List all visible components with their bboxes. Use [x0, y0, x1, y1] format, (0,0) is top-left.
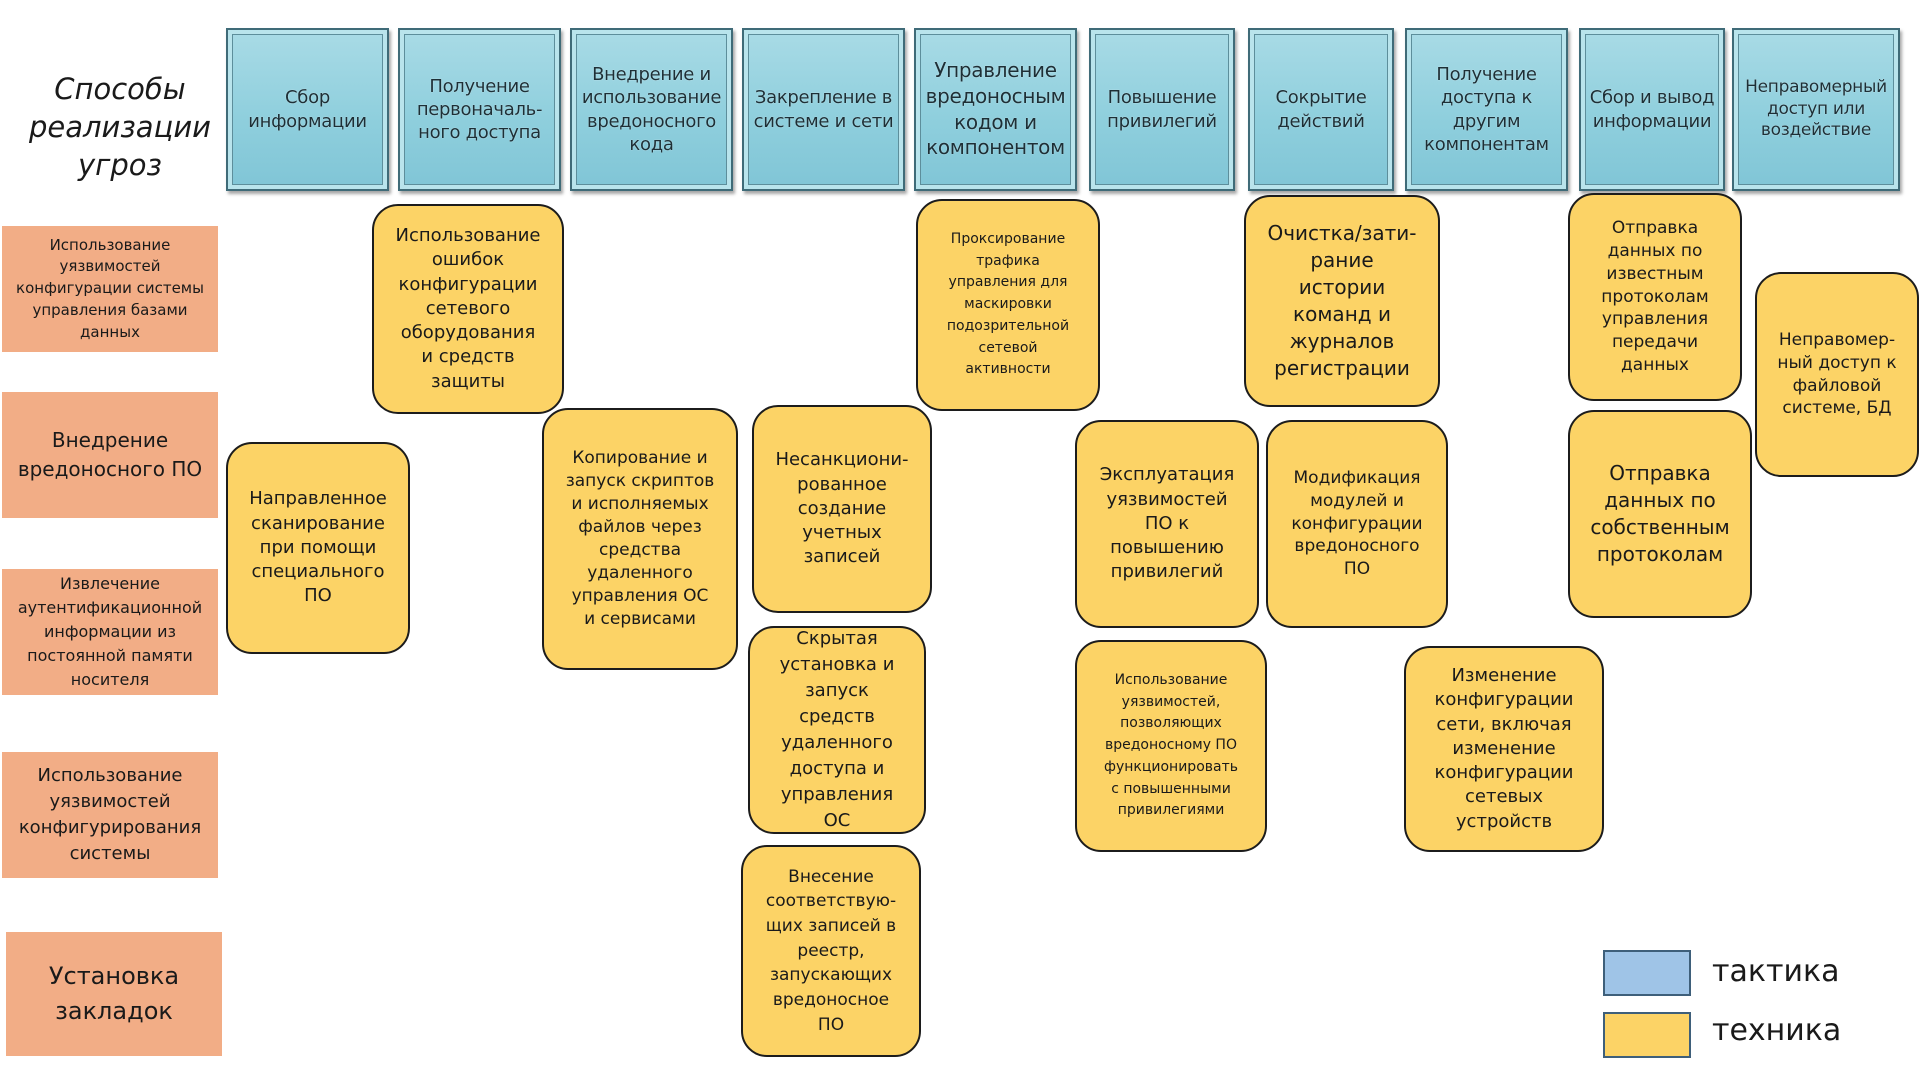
row-label-text: Использование уязвимостей конфигурирован… [18, 764, 202, 865]
tactic-label: Повышение привилегий [1107, 87, 1217, 132]
row-label: Извлечение аутентификационной информации… [2, 569, 218, 695]
technique-box: Модификация модулей и конфигурации вредо… [1266, 420, 1448, 628]
tactic-label: Сбор и вывод информации [1589, 87, 1715, 132]
row-label: Внедрение вредоносного ПО [2, 392, 218, 518]
tactic-label: Неправомерный доступ или воздействие [1745, 76, 1887, 141]
tactic-box: Закрепление в системе и сети [742, 28, 905, 191]
technique-box: Использование ошибок конфигурации сетево… [372, 204, 564, 414]
technique-box: Внесение соответствую- щих записей в рее… [741, 845, 921, 1057]
tactic-box: Сбор и вывод информации [1579, 28, 1725, 191]
row-label-text: Использование уязвимостей конфигурации с… [16, 235, 204, 341]
tactic-box: Получение доступа к другим компонентам [1405, 28, 1568, 191]
tactic-box: Управление вредоносным кодом и компонент… [914, 28, 1077, 191]
tactic-label: Управление вредоносным кодом и компонент… [925, 58, 1066, 160]
tactic-label: Внедрение и использование вредоносного к… [581, 64, 722, 155]
legend-technique-swatch [1603, 1012, 1691, 1058]
row-label: Установка закладок [6, 932, 222, 1056]
technique-box: Скрытая установка и запуск средств удале… [748, 626, 926, 834]
technique-box: Отправка данных по собственным протокола… [1568, 410, 1752, 618]
technique-box: Неправомер- ный доступ к файловой систем… [1755, 272, 1919, 477]
tactic-box: Внедрение и использование вредоносного к… [570, 28, 733, 191]
row-label: Использование уязвимостей конфигурации с… [2, 226, 218, 352]
tactic-box: Сокрытие действий [1248, 28, 1394, 191]
tactic-box: Получение первоначаль-ного доступа [398, 28, 561, 191]
row-label-text: Установка закладок [48, 962, 180, 1025]
diagram-title: Способы реализации угроз [28, 71, 212, 183]
technique-box: Копирование и запуск скриптов и исполняе… [542, 408, 738, 670]
tactic-label: Получение доступа к другим компонентам [1424, 64, 1549, 155]
row-label-text: Извлечение аутентификационной информации… [17, 574, 203, 689]
technique-box: Отправка данных по известным протоколам … [1568, 193, 1742, 401]
technique-box: Очистка/зати- рание истории команд и жур… [1244, 195, 1440, 407]
legend-tactic-label: тактика [1712, 954, 1840, 989]
technique-box: Эксплуатация уязвимостей ПО к повышению … [1075, 420, 1259, 628]
technique-box: Направленное сканирование при помощи спе… [226, 442, 410, 654]
tactic-box: Сбор информации [226, 28, 389, 191]
technique-box: Проксирование трафика управления для мас… [916, 199, 1100, 411]
technique-box: Изменение конфигурации сети, включая изм… [1404, 646, 1604, 852]
row-label: Использование уязвимостей конфигурирован… [2, 752, 218, 878]
tactic-label: Сокрытие действий [1275, 87, 1367, 132]
tactic-label: Получение первоначаль-ного доступа [416, 75, 543, 144]
tactic-label: Сбор информации [248, 87, 367, 132]
legend-technique-label: техника [1712, 1013, 1842, 1048]
row-label-text: Внедрение вредоносного ПО [17, 428, 203, 481]
tactic-label: Закрепление в системе и сети [753, 87, 894, 132]
tactic-box: Повышение привилегий [1089, 28, 1235, 191]
legend-tactic-swatch [1603, 950, 1691, 996]
technique-box: Несанкциони- рованное создание учетных з… [752, 405, 932, 613]
tactic-box: Неправомерный доступ или воздействие [1732, 28, 1900, 191]
technique-box: Использование уязвимостей, позволяющих в… [1075, 640, 1267, 852]
